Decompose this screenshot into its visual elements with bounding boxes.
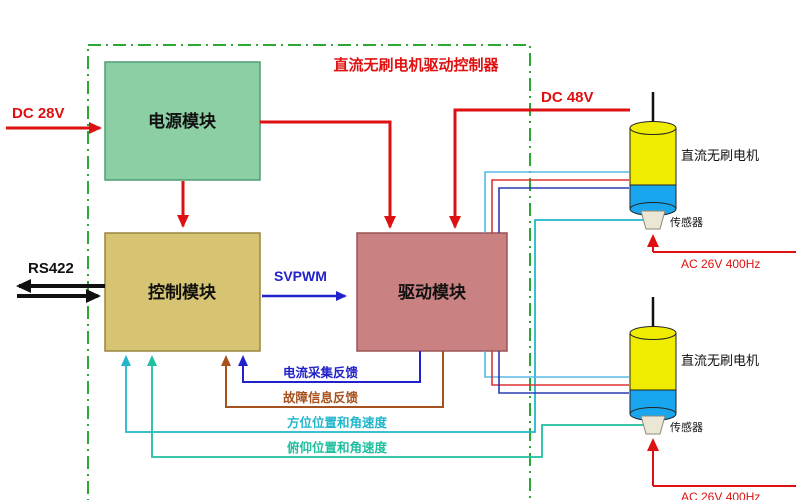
pitch-feedback-line (147, 355, 644, 458)
control-module-block: 控制模块 (104, 232, 261, 352)
drive-module-label: 驱动模块 (398, 282, 467, 302)
drive-module-block: 驱动模块 (356, 232, 508, 352)
motor-top-sensor-label: 传感器 (670, 216, 703, 229)
phase-wire (498, 351, 629, 394)
sensor-shape (640, 210, 666, 230)
phase-wire (491, 351, 629, 386)
dc28v-label: DC 28V (12, 105, 65, 122)
svpwm-signal: SVPWM (262, 268, 347, 301)
motor-top-name: 直流无刷电机 (681, 148, 759, 163)
phase-wire (484, 171, 629, 233)
current-feedback-line (238, 351, 421, 383)
ac-supply-label-bottom: AC 26V 400Hz (681, 490, 760, 500)
drive-module-rect (356, 232, 508, 352)
motor-body (629, 127, 677, 186)
motor-body (629, 332, 677, 391)
control-module-rect (104, 232, 261, 352)
fault-feedback-label: 故障信息反馈 (283, 390, 359, 405)
sensor-shape (640, 415, 666, 435)
motor-top-cap (629, 326, 677, 340)
power-to-drive-arrow (260, 120, 396, 229)
phase-wire (498, 187, 629, 233)
azimuth-feedback-line (121, 219, 644, 433)
dc48v-input: DC 48V (449, 89, 630, 229)
pitch-feedback-label: 俯仰位置和角速度 (287, 440, 388, 455)
dc48v-arrow (449, 108, 630, 229)
fault-feedback: 故障信息反馈 (221, 351, 444, 408)
fault-feedback-line (221, 351, 444, 408)
motor-bottom-phase-wires (484, 351, 629, 394)
motor-top: 直流无刷电机 传感器 AC 26V 400Hz (629, 92, 796, 271)
control-module-label: 控制模块 (148, 282, 217, 302)
dc48v-label: DC 48V (541, 89, 594, 106)
current-feedback: 电流采集反馈 (238, 351, 421, 383)
power-module-block: 电源模块 (104, 61, 261, 181)
power-module-rect (104, 61, 261, 181)
motor-bottom-name: 直流无刷电机 (681, 353, 759, 368)
controller-boundary (87, 44, 531, 500)
ac-supply-label-top: AC 26V 400Hz (681, 257, 760, 271)
rs422-label: RS422 (28, 260, 74, 277)
diagram-title: 直流无刷电机驱动控制器 (333, 56, 499, 74)
phase-wire (491, 179, 629, 233)
motor-top-cap (629, 121, 677, 135)
rs422-bus: RS422 (16, 260, 105, 303)
pitch-feedback: 俯仰位置和角速度 (147, 355, 644, 458)
azimuth-feedback: 方位位置和角速度 (121, 219, 644, 433)
azimuth-feedback-label: 方位位置和角速度 (287, 415, 388, 430)
motor-bottom: 直流无刷电机 传感器 AC 26V 400Hz (629, 297, 796, 500)
dc28v-input: DC 28V (6, 105, 102, 134)
power-module-label: 电源模块 (148, 111, 217, 131)
motor-top-phase-wires (484, 171, 629, 233)
motor-bottom-sensor-label: 传感器 (670, 421, 703, 434)
current-feedback-label: 电流采集反馈 (283, 365, 359, 380)
phase-wire (484, 351, 629, 378)
svpwm-label: SVPWM (274, 268, 327, 284)
